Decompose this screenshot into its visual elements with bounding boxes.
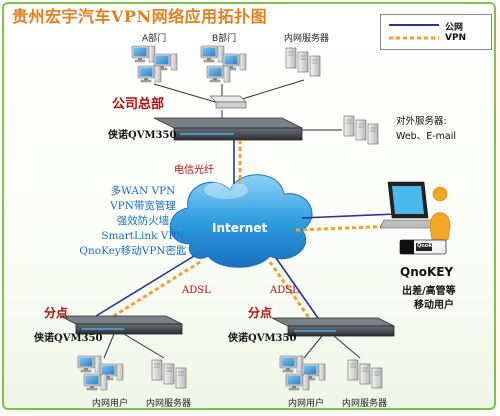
- branch2-server-label: 内网服务器: [342, 399, 388, 409]
- hq-intranet-server-icon: [285, 47, 321, 77]
- hq-intranet-server-label: 内网服务器: [284, 34, 330, 44]
- branch1-pc-cluster: [77, 355, 124, 391]
- qnokey-device-icon: [399, 239, 447, 255]
- legend-vpn-label: VPN: [445, 33, 467, 43]
- branch1-label: 分点: [44, 306, 69, 320]
- hq-device-label: 侠诺QVM350: [108, 130, 177, 141]
- internet-label: Internet: [212, 221, 268, 235]
- branch2-router-icon: [271, 317, 395, 337]
- topology-graphics: [59, 45, 451, 391]
- laptop-icon: [379, 181, 437, 229]
- feature-item-bandwidth: VPN带宽管理: [110, 200, 176, 212]
- hq-switch-icon: [209, 95, 247, 109]
- branch2-pc-cluster: [279, 355, 326, 391]
- branch2-label: 分点: [248, 306, 273, 320]
- mobile-user-icon: [429, 186, 451, 241]
- external-server-services: Web、E-mail: [396, 131, 456, 142]
- branch2-device-label: 侠诺QVM350: [228, 333, 297, 344]
- branch1-server-label: 内网服务器: [146, 399, 192, 409]
- branch1-link-label: ADSL: [182, 285, 211, 296]
- telecom-fiber-label: 电信光纤: [174, 165, 214, 176]
- dept-b-pc-cluster: [200, 45, 247, 83]
- hq-label: 公司总部: [112, 97, 165, 112]
- branch1-server-icon: [151, 359, 187, 389]
- branch2-server-icon: [347, 359, 383, 389]
- feature-item-qnokey: QnoKey移动VPN密匙: [79, 245, 187, 257]
- legend-public-label: 公网: [445, 23, 464, 33]
- dept-a-pc-cluster: [131, 45, 178, 83]
- dept-a-label: A部门: [142, 34, 167, 44]
- branch1-users-label: 内网用户: [92, 399, 129, 409]
- external-server-label: 对外服务器:: [396, 116, 447, 127]
- qnokey-label: QnoKEY: [400, 265, 454, 279]
- feature-item-smartlink: SmartLink VPN: [101, 230, 185, 242]
- feature-item-firewall: 强效防火墙: [116, 215, 170, 227]
- branch2-link-label: ADSL: [270, 285, 299, 296]
- branch2-users-label: 内网用户: [288, 399, 325, 409]
- hq-router-icon: [153, 117, 303, 141]
- external-server-icon: [343, 115, 379, 145]
- legend-box: 公网 VPN: [380, 14, 492, 50]
- diagram-title: 贵州宏宇汽车VPN网络应用拓扑图: [12, 7, 268, 26]
- legend-swatches: [389, 24, 439, 40]
- mobile-user-label-line2: 移动用户: [414, 300, 454, 311]
- branch1-device-label: 侠诺QVM350: [34, 333, 103, 344]
- mobile-user-label-line1: 出差/高管等: [402, 286, 456, 297]
- qnokey-device-brand: QnoKEY: [417, 243, 440, 249]
- branch1-router-icon: [59, 315, 183, 335]
- feature-item-multi-wan: 多WAN VPN: [110, 185, 176, 197]
- dept-b-label: B部门: [212, 34, 237, 44]
- internet-cloud-icon: [169, 174, 313, 268]
- diagram-frame: 贵州宏宇汽车VPN网络应用拓扑图 公网 VPN A部门 B部门 内网服务器 公司…: [2, 2, 496, 410]
